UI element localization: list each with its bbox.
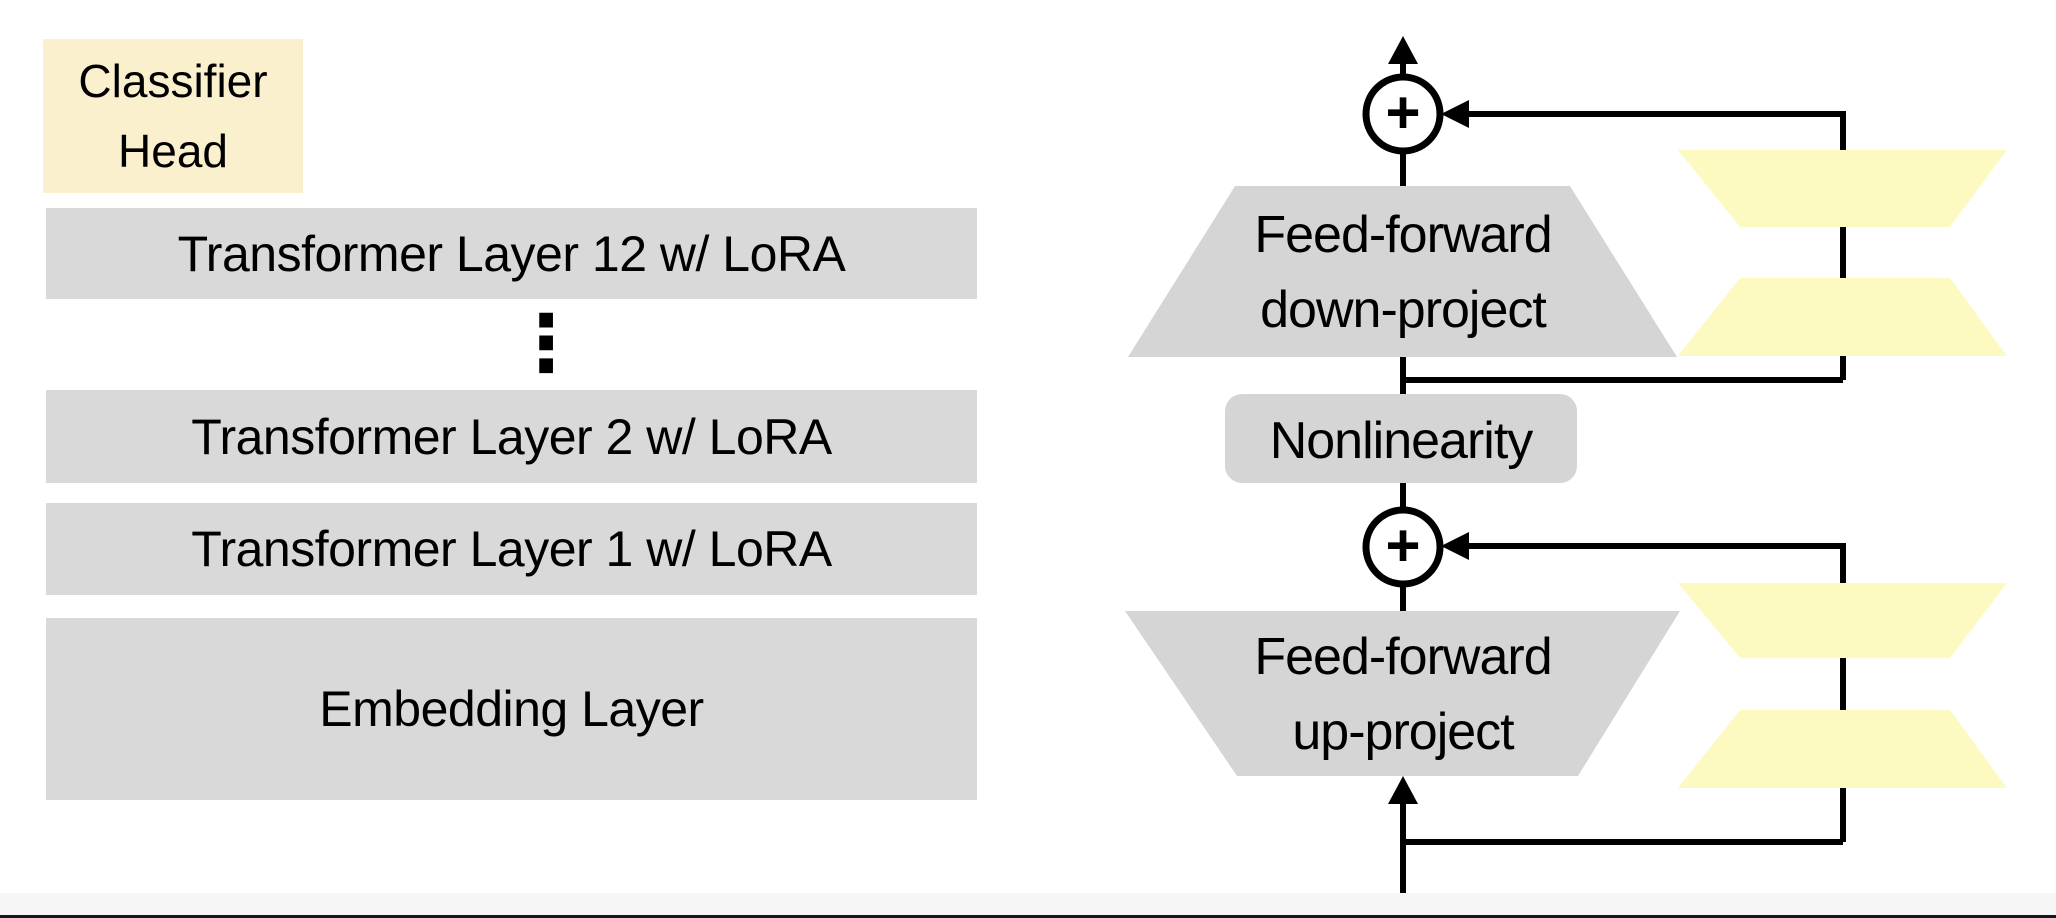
layer-bar-transformer-12: Transformer Layer 12 w/ LoRA — [46, 208, 977, 299]
lora-bottom-down-matrix — [1678, 583, 2007, 658]
add1-arrowhead-left — [1441, 100, 1469, 128]
feed-forward-down-label-line1: Feed-forward — [1254, 206, 1551, 264]
vertical-ellipsis: ⋮ — [507, 299, 585, 389]
nonlinearity-label: Nonlinearity — [1270, 412, 1534, 470]
plus-icon: + — [1385, 512, 1420, 579]
feed-forward-down-project-trapezoid — [1128, 186, 1677, 357]
arrowheads — [1388, 36, 1469, 804]
layer-bar-label: Transformer Layer 1 w/ LoRA — [191, 521, 832, 577]
add-node-top — [1362, 73, 1444, 155]
feed-forward-up-label-line2: up-project — [1292, 703, 1515, 761]
lora-adapter-shapes — [1678, 150, 2007, 788]
feed-forward-up-label-line1: Feed-forward — [1254, 628, 1551, 686]
footer-bar — [0, 915, 2056, 918]
add2-arrowhead-left — [1441, 532, 1469, 560]
plus-icon: + — [1385, 79, 1420, 146]
classifier-head-box: Classifier Head — [43, 39, 303, 193]
feed-forward-up-project-trapezoid — [1125, 611, 1680, 776]
layer-bar-label: Transformer Layer 12 w/ LoRA — [177, 225, 846, 282]
lora-top-up-matrix — [1678, 278, 2007, 356]
lora-bottom-up-matrix — [1678, 710, 2007, 788]
output-arrowhead-up — [1388, 36, 1418, 64]
classifier-head-label-line2: Head — [118, 125, 228, 177]
layer-bar-transformer-2: Transformer Layer 2 w/ LoRA — [46, 390, 977, 483]
layer-bar-transformer-1: Transformer Layer 1 w/ LoRA — [46, 503, 977, 595]
nonlinearity-box — [1225, 394, 1577, 483]
feed-forward-down-label-line2: down-project — [1260, 281, 1547, 339]
add-node-bottom — [1362, 506, 1444, 588]
lora-top-down-matrix — [1678, 150, 2007, 227]
input-arrowhead-up — [1388, 776, 1418, 804]
layer-bar-label: Transformer Layer 2 w/ LoRA — [191, 408, 832, 465]
footer-strip — [0, 893, 2056, 915]
layer-bar-embedding: Embedding Layer — [46, 618, 977, 800]
classifier-head-label-line1: Classifier — [78, 55, 268, 107]
layer-bar-label: Embedding Layer — [319, 681, 704, 737]
